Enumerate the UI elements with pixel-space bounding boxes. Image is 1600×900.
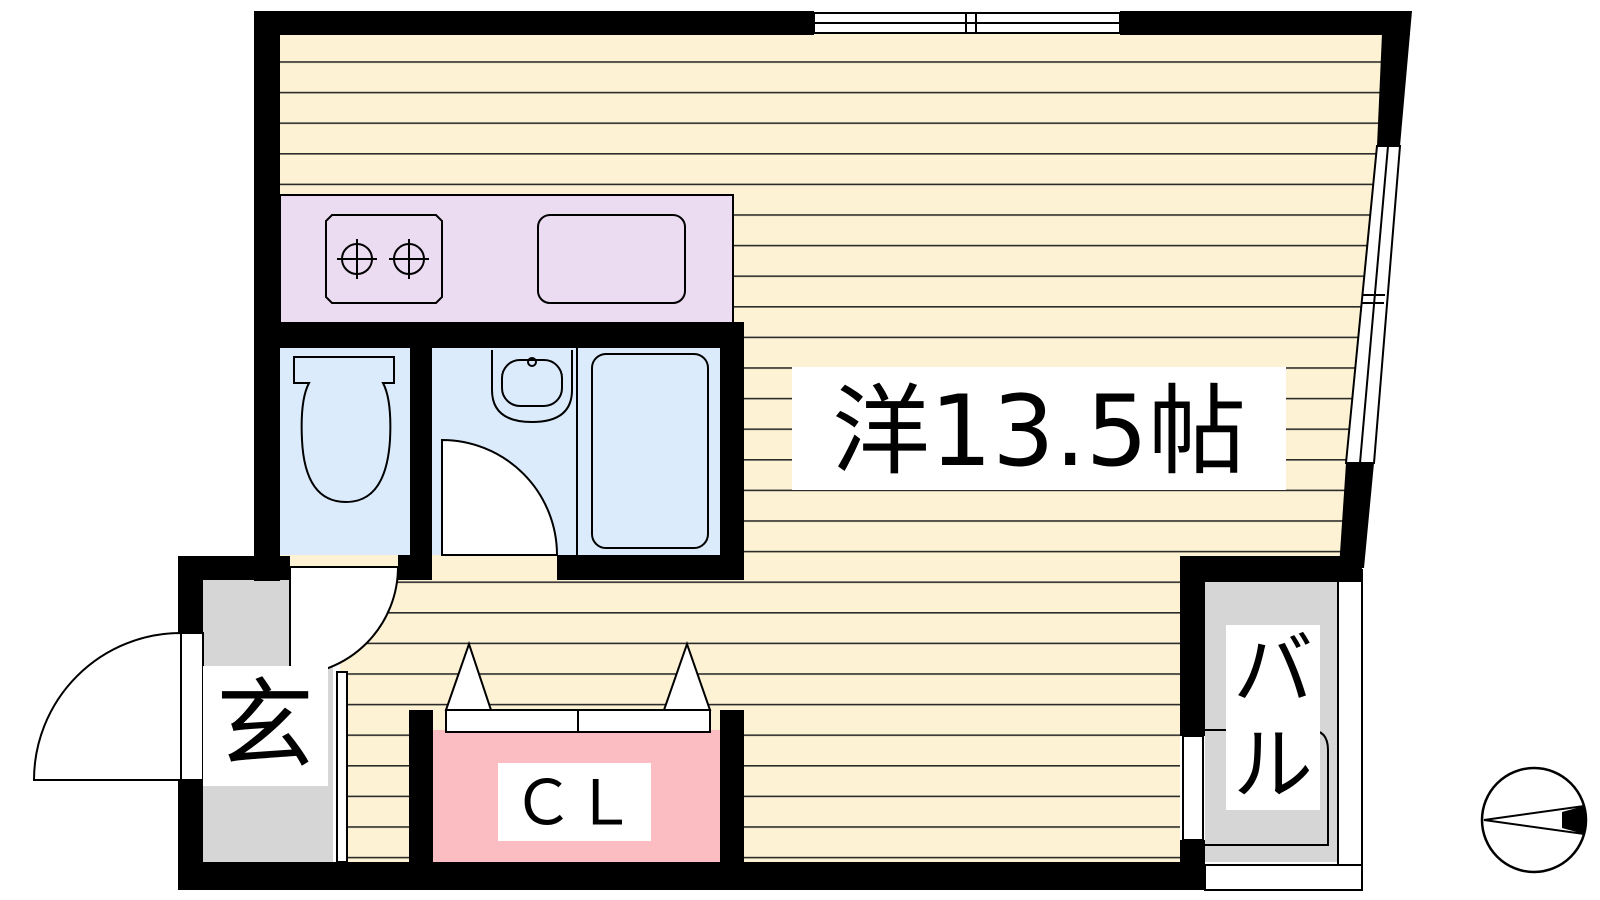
sink-icon (537, 214, 686, 304)
bath-door-swing (441, 438, 559, 556)
main-room-label-bg (792, 367, 1286, 490)
bathtub-icon (591, 353, 709, 549)
hall-sliding-door (336, 671, 348, 863)
toilet-icon (293, 356, 395, 504)
right-window (1344, 145, 1402, 464)
closet-doors (444, 640, 712, 733)
washbasin-icon (491, 350, 573, 424)
entrance-door-jamb (180, 632, 204, 781)
kitchen-counter (279, 194, 734, 324)
closet-label-bg (498, 763, 651, 841)
entrance-label-bg (203, 666, 328, 786)
walls (178, 11, 1412, 890)
balcony-label-line2: ル (1233, 719, 1313, 812)
entrance-label: 玄 (216, 669, 314, 783)
closet-label: ＣＬ (512, 767, 636, 840)
stove-burner-icon (325, 214, 443, 304)
main-room-label: 洋13.5帖 (832, 375, 1246, 489)
compass-north-arrow-icon (1480, 766, 1588, 874)
balcony-label-line1: バ (1233, 624, 1313, 717)
entrance-door-swing (32, 631, 182, 781)
top-window (813, 12, 1121, 34)
balcony-bottom-edge (1204, 864, 1363, 891)
balcony-label-bg (1226, 625, 1320, 810)
balcony-door (1182, 735, 1204, 841)
balcony-railing (1337, 569, 1363, 891)
